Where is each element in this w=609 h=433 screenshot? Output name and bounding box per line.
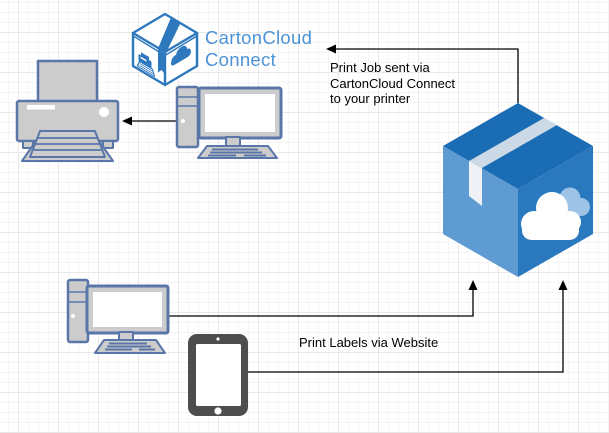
computer-tower (175, 85, 200, 149)
tower-power-led (181, 119, 185, 123)
tablet-home-button (214, 407, 222, 415)
printer-slot (27, 105, 55, 110)
box-tape (469, 118, 557, 168)
arrowhead-up (468, 280, 478, 290)
monitor-screen (93, 292, 162, 327)
desktop-computer-top-icon (175, 85, 283, 159)
logo-title: CartonCloud Connect (205, 27, 312, 71)
logo-title-line1: CartonCloud (205, 27, 313, 48)
tower-power-led (71, 314, 75, 318)
arrow-tablet-to-package (248, 280, 568, 373)
logo-tape-top (158, 17, 181, 54)
tablet-camera (216, 337, 220, 341)
arrow-computer-to-package (168, 280, 478, 317)
print-labels-annotation: Print Labels via Website (299, 335, 439, 350)
box-left-face (443, 146, 518, 277)
printer-icon (15, 59, 120, 162)
arrow-package-to-printjob-annotation (326, 44, 519, 103)
arrowhead-left (326, 44, 336, 54)
arrowhead-up (558, 280, 568, 290)
arrowhead-left (122, 116, 132, 126)
printer-paper-tray (36, 59, 99, 104)
logo-printer-glyph (136, 52, 156, 77)
package-box-cloud-icon (443, 103, 593, 277)
printer-foot-right (102, 140, 114, 149)
box-tape-flap (469, 161, 482, 206)
cloud-icon (521, 192, 581, 240)
computer-tower (66, 278, 90, 344)
print-job-annotation: Print Job sent via CartonCloud Connect t… (330, 60, 456, 107)
monitor-screen (205, 94, 275, 132)
logo-title-line2: Connect (205, 49, 277, 70)
tablet-icon (188, 334, 248, 416)
tablet-screen (196, 344, 241, 406)
desktop-computer-bottom-icon (66, 278, 170, 354)
logo-cloud-glyph (171, 45, 191, 66)
printer-button (99, 107, 109, 117)
cartoncloud-connect-box-icon (131, 12, 199, 87)
logo-tape-flap (158, 49, 166, 75)
arrow-computer-to-printer (122, 116, 177, 126)
